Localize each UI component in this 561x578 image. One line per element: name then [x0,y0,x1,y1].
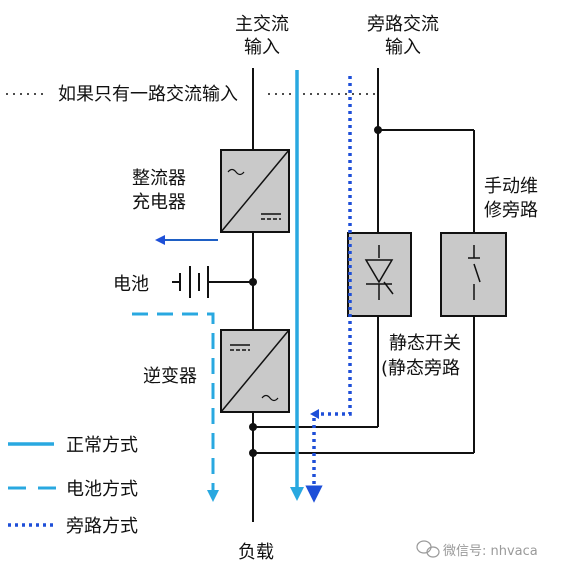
bypass-input-label-line1: 旁路交流 [367,14,439,35]
manual-bypass-block [440,232,507,317]
manual-bypass-label-line1: 手动维 [484,176,538,197]
legend: 正常方式 电池方式 旁路方式 [8,435,138,537]
bypass-input-label-line2: 输入 [385,37,421,58]
load-label: 负载 [238,542,274,563]
inverter-label: 逆变器 [143,366,197,387]
static-switch-block [347,232,412,317]
battery-flow-line [132,312,219,502]
rectifier-label-line2: 充电器 [132,192,186,213]
battery-symbol [172,266,209,298]
rectifier-label-line1: 整流器 [132,168,186,189]
watermark-text: 微信号: nhvaca [443,544,538,559]
wechat-icon [416,540,440,558]
inverter-block [220,329,290,413]
static-join-dot [249,423,257,431]
bypass-flow-mid-arrow [310,409,319,419]
legend-battery-label: 电池方式 [66,479,138,500]
rectifier-block [220,149,290,233]
bypass-flow-line [305,76,352,503]
legend-normal-label: 正常方式 [66,435,138,456]
battery-label: 电池 [113,274,149,295]
single-source-note: 如果只有一路交流输入 [58,84,238,105]
main-input-label-line1: 主交流 [235,14,289,35]
manual-bypass-label-line2: 修旁路 [484,200,538,221]
watermark: 微信号: nhvaca [416,540,538,559]
bypass-junction-dot [374,126,382,134]
static-switch-label-line2: (静态旁路 [381,358,460,379]
manual-join-dot [249,449,257,457]
main-input-label-line2: 输入 [244,37,280,58]
static-switch-label-line1: 静态开关 [389,333,461,354]
battery-junction-dot [249,278,257,286]
legend-bypass-label: 旁路方式 [66,516,138,537]
